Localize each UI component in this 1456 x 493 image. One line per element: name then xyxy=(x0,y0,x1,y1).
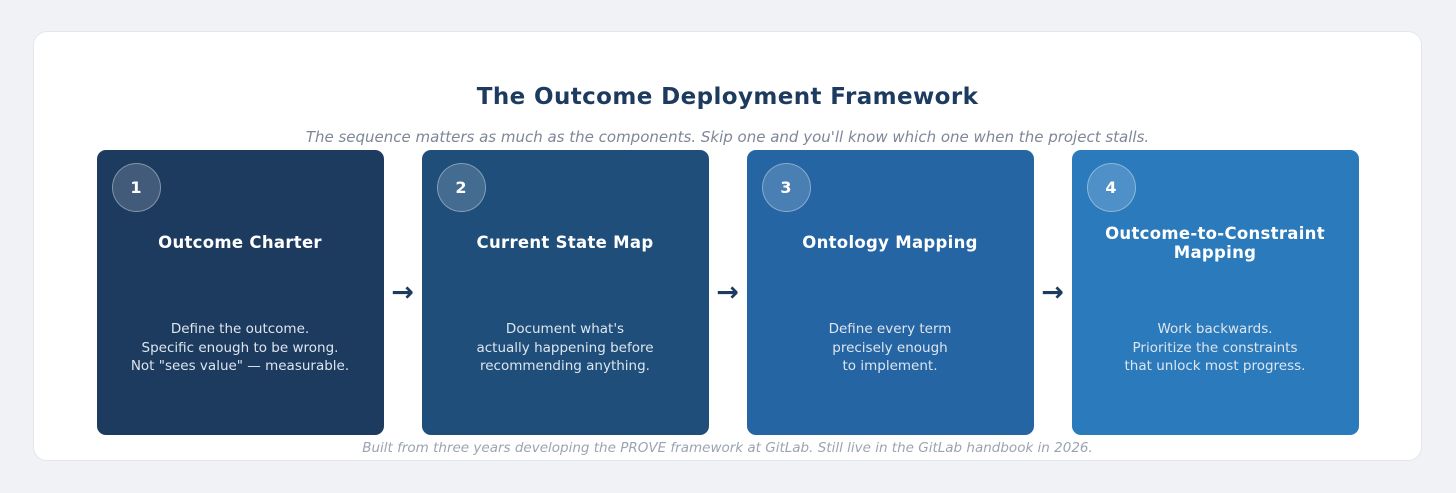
page-title: The Outcome Deployment Framework xyxy=(476,84,979,110)
page-subtitle: The sequence matters as much as the comp… xyxy=(305,128,1150,146)
step-card-4: 4 Outcome-to-Constraint Mapping Work bac… xyxy=(1071,150,1359,435)
attribution-note: Built from three years developing the PR… xyxy=(362,440,1093,456)
description-line: Not "sees value" — measurable. xyxy=(130,358,350,374)
step-number: 3 xyxy=(780,178,792,197)
description-line: that unlock most progress. xyxy=(1124,358,1306,374)
step-title: Current State Map xyxy=(476,233,654,253)
step-card-2: 2 Current State Map Document what's actu… xyxy=(421,150,709,435)
description-line: precisely enough xyxy=(832,339,948,356)
framework-panel: The Outcome Deployment Framework The seq… xyxy=(33,31,1422,461)
steps-flow: 1 Outcome Charter Define the outcome. Sp… xyxy=(34,150,1421,435)
flow-arrow-icon: → xyxy=(391,277,414,308)
step-title: Outcome-to-Constraint Mapping xyxy=(1105,223,1325,263)
step-number-badge: 1 xyxy=(111,163,161,212)
description-line: actually happening before xyxy=(476,339,654,356)
step-description: Define every term precisely enough to im… xyxy=(755,320,1026,376)
description-line: recommending anything. xyxy=(480,358,650,374)
step-number: 2 xyxy=(455,178,467,197)
description-line: Document what's xyxy=(505,321,625,337)
description-line: Prioritize the constraints xyxy=(1132,339,1298,356)
step-number: 4 xyxy=(1105,178,1117,197)
step-title: Outcome Charter xyxy=(158,233,322,253)
step-number-badge: 2 xyxy=(436,163,486,212)
flow-arrow-icon: → xyxy=(716,277,739,308)
step-description: Work backwards. Prioritize the constrain… xyxy=(1080,320,1351,376)
flow-arrow-icon: → xyxy=(1041,277,1064,308)
step-description: Define the outcome. Specific enough to b… xyxy=(105,320,376,376)
description-line: Define every term xyxy=(828,321,952,337)
step-number-badge: 4 xyxy=(1086,163,1136,212)
description-line: Define the outcome. xyxy=(170,321,310,337)
description-line: Work backwards. xyxy=(1157,321,1273,337)
step-number: 1 xyxy=(130,178,142,197)
step-title: Ontology Mapping xyxy=(802,233,978,253)
description-line: to implement. xyxy=(842,358,938,374)
step-description: Document what's actually happening befor… xyxy=(430,320,701,376)
description-line: Specific enough to be wrong. xyxy=(141,339,339,356)
step-card-3: 3 Ontology Mapping Define every term pre… xyxy=(746,150,1034,435)
step-number-badge: 3 xyxy=(761,163,811,212)
step-card-1: 1 Outcome Charter Define the outcome. Sp… xyxy=(96,150,384,435)
